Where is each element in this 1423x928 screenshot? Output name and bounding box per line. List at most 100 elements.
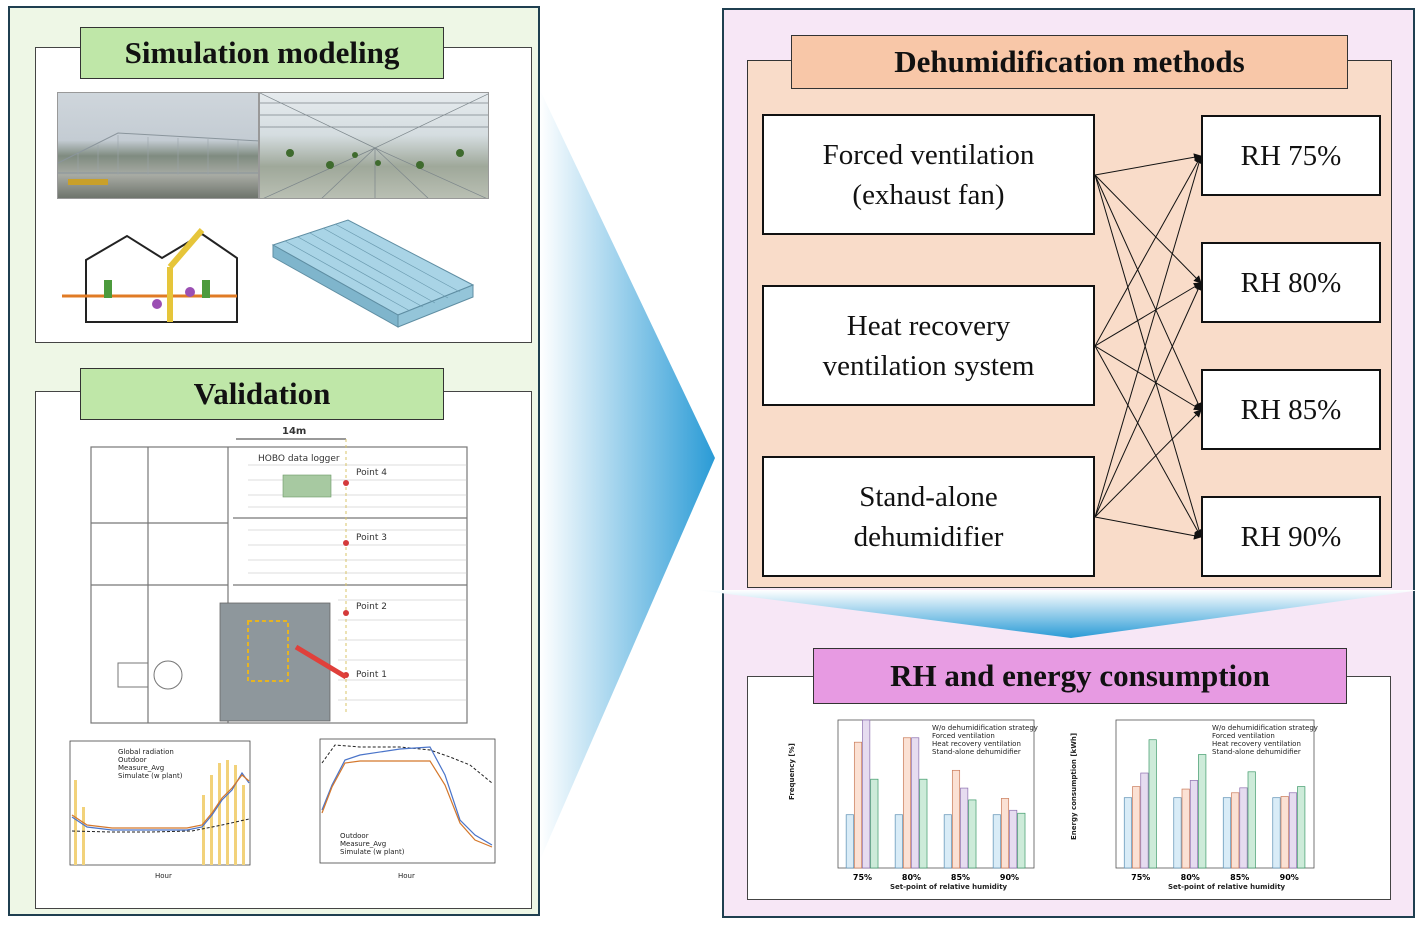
energy-tick-label-1: 80% [1181, 873, 1200, 882]
energy-bar-3-0 [1272, 797, 1281, 869]
energy-bar-1-3 [1198, 754, 1207, 869]
point-label-4: Point 4 [356, 468, 387, 478]
method-3-line2: dehumidifier [853, 520, 1004, 553]
chart-b-legend-1: W/o dehumidification strategy [1212, 724, 1318, 732]
validation-title: Validation [193, 376, 331, 411]
validation-chart-2-drawing [319, 738, 496, 864]
setpoint-rh-85: RH 85% [1201, 369, 1381, 450]
chart-a-legend-4: Stand-alone dehumidifier [932, 748, 1021, 756]
methods-title: Dehumidification methods [894, 44, 1245, 79]
chart-a-legend-1: W/o dehumidification strategy [932, 724, 1038, 732]
chart-b-legend-3: Heat recovery ventilation [1212, 740, 1301, 748]
chart1-legend-1: Global radiation [118, 748, 174, 756]
energy-tick-label-0: 75% [1131, 873, 1150, 882]
method-1-line1: Forced ventilation [822, 138, 1035, 171]
setpoint-4-label: RH 90% [1240, 520, 1342, 553]
chart1-legend-4: Simulate (w plant) [118, 772, 183, 780]
validation-header: Validation [80, 368, 444, 420]
freq-bar-3-1 [1000, 798, 1010, 869]
greenhouse-interior-drawing [260, 93, 488, 198]
method-1-line2: (exhaust fan) [852, 178, 1005, 211]
freq-tick-label-3: 90% [1000, 873, 1019, 882]
greenhouse-3d-model [268, 215, 486, 335]
greenhouse-interior-photo [259, 92, 489, 199]
freq-bar-1-3 [919, 778, 928, 869]
modeling-header: Simulation modeling [80, 27, 444, 79]
freq-bar-3-3 [1017, 812, 1026, 869]
validation-chart-temperature [52, 735, 277, 885]
chart-b-ylabel: Energy consumption [kWh] [1070, 732, 1078, 840]
modeling-title: Simulation modeling [124, 35, 400, 70]
chart-a-xlabel: Set-point of relative humidity [890, 883, 1008, 891]
freq-bar-1-0 [894, 814, 903, 869]
setpoint-rh-75: RH 75% [1201, 115, 1381, 196]
setpoint-rh-90: RH 90% [1201, 496, 1381, 577]
methods-header: Dehumidification methods [791, 35, 1348, 89]
method-heat-recovery: Heat recovery ventilation system [762, 285, 1095, 406]
energy-bar-3-1 [1280, 796, 1289, 869]
results-header: RH and energy consumption [813, 648, 1347, 704]
freq-bar-2-1 [951, 769, 961, 869]
energy-tick-label-3: 90% [1280, 873, 1299, 882]
freq-bar-1-2 [911, 737, 920, 869]
chart1-legend-3: Measure_Avg [118, 764, 165, 772]
energy-bar-1-0 [1173, 797, 1182, 869]
method-stand-alone: Stand-alone dehumidifier [762, 456, 1095, 577]
chart2-legend-3: Simulate (w plant) [340, 848, 405, 856]
chart2-xlabel: Hour [398, 872, 415, 880]
setpoint-1-label: RH 75% [1240, 139, 1342, 172]
freq-tick-label-1: 80% [902, 873, 921, 882]
freq-bar-3-2 [1009, 809, 1018, 869]
chart-a-legend-3: Heat recovery ventilation [932, 740, 1021, 748]
energy-bar-2-2 [1239, 787, 1248, 869]
greenhouse-exterior-photo [57, 92, 259, 199]
down-arrow [697, 590, 1421, 638]
method-2-line2: ventilation system [822, 349, 1035, 382]
energy-bar-3-2 [1288, 792, 1298, 869]
energy-bar-chart: 75% 80% 85% 90% [1115, 719, 1315, 882]
point-label-1: Point 1 [356, 670, 387, 680]
energy-bar-0-1 [1132, 786, 1141, 869]
greenhouse-cross-section [62, 212, 252, 332]
validation-chart-1-drawing [69, 740, 251, 866]
freq-tick-label-2: 85% [951, 873, 970, 882]
freq-bar-0-1 [853, 741, 863, 869]
energy-bar-2-3 [1247, 771, 1256, 869]
freq-bar-2-0 [943, 814, 952, 869]
cross-section-drawing [62, 228, 238, 323]
chart1-xlabel: Hour [155, 872, 172, 880]
energy-bar-3-3 [1297, 786, 1306, 869]
chart-b-legend-4: Stand-alone dehumidifier [1212, 748, 1301, 756]
chart-b-xlabel: Set-point of relative humidity [1168, 883, 1286, 891]
scale-label: 14m [282, 426, 307, 437]
point-label-3: Point 3 [356, 533, 387, 543]
freq-bar-2-2 [960, 787, 969, 869]
energy-bar-0-0 [1123, 797, 1133, 869]
energy-bar-0-2 [1140, 772, 1149, 869]
freq-bar-0-2 [862, 719, 871, 869]
chart-a-ylabel: Frequency [%] [788, 743, 796, 800]
results-title: RH and energy consumption [890, 658, 1270, 693]
floor-plan [88, 425, 472, 725]
freq-bar-3-0 [992, 814, 1001, 869]
chart1-legend-2: Outdoor [118, 756, 147, 764]
energy-tick-label-2: 85% [1230, 873, 1249, 882]
energy-bar-0-3 [1148, 739, 1157, 869]
freq-tick-label-0: 75% [853, 873, 872, 882]
method-2-line1: Heat recovery [846, 309, 1011, 342]
logger-label: HOBO data logger [258, 454, 340, 464]
floor-plan-drawing [90, 438, 468, 724]
method-forced-ventilation: Forced ventilation (exhaust fan) [762, 114, 1095, 235]
flow-arrow [540, 90, 715, 860]
chart-b-legend-2: Forced ventilation [1212, 732, 1275, 740]
energy-bar-2-0 [1222, 797, 1232, 869]
greenhouse-exterior-drawing [58, 132, 258, 185]
chart2-legend-1: Outdoor [340, 832, 369, 840]
setpoint-rh-80: RH 80% [1201, 242, 1381, 323]
energy-bar-1-1 [1181, 788, 1190, 869]
freq-bar-1-1 [902, 737, 912, 869]
energy-bar-2-1 [1231, 792, 1240, 869]
validation-chart-humidity [300, 735, 500, 885]
chart2-legend-2: Measure_Avg [340, 840, 387, 848]
freq-bar-0-3 [870, 778, 879, 869]
